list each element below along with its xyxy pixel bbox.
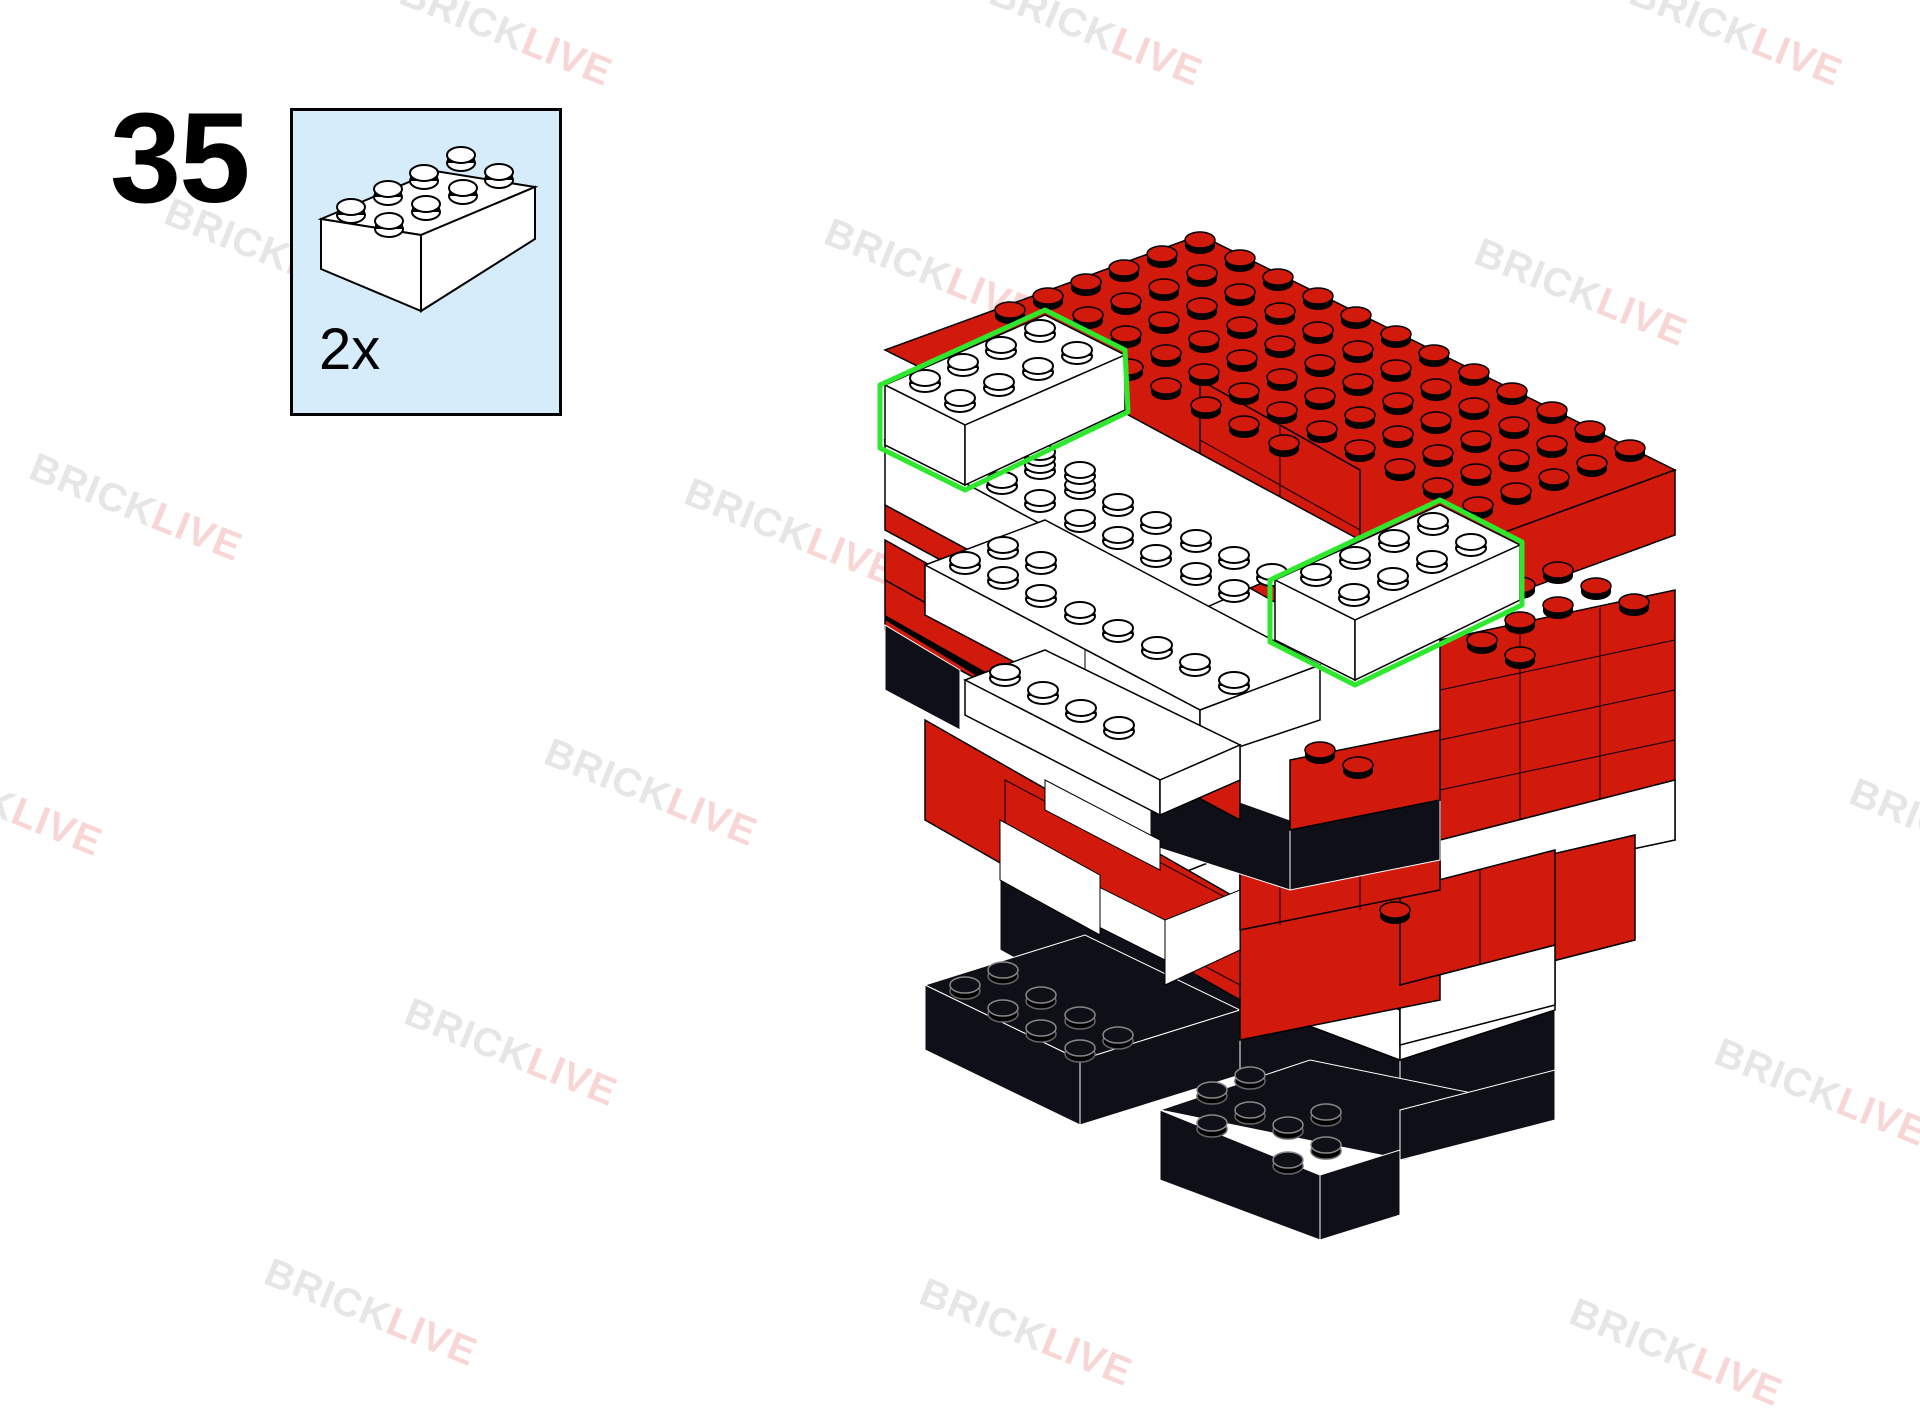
- step-number: 35: [110, 87, 250, 230]
- beard-bricks: [883, 369, 1362, 936]
- new-brick-left: [877, 307, 1131, 493]
- left-foot: [923, 934, 1242, 1126]
- parts-quantity: 2x: [319, 317, 381, 382]
- right-foot: [1158, 1059, 1557, 1241]
- santa-model-illustration: [877, 231, 1677, 1241]
- parts-callout: 2x: [290, 108, 562, 416]
- new-brick-right: [1267, 497, 1525, 688]
- brick-2x4-white-icon: [317, 146, 539, 313]
